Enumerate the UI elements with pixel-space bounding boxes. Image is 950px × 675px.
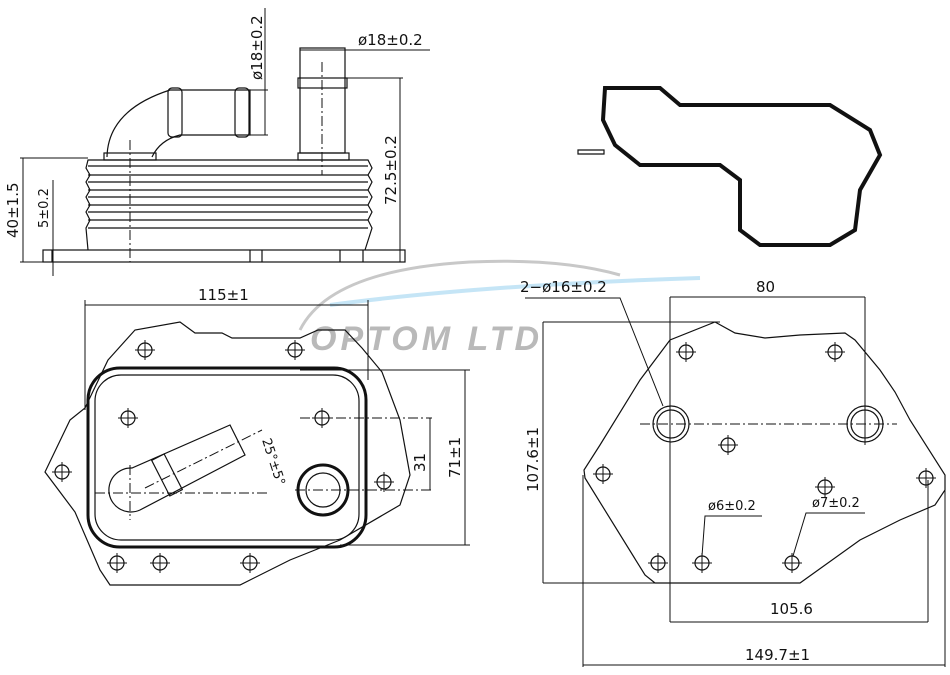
dim-total-width: 149.7±1 [745,646,810,664]
dim-inner-width: 105.6 [770,600,813,618]
bottom-view: 2−ø16±0.2 80 107.6±1 ø6±0.2 ø7±0.2 105.6… [520,278,946,667]
dim-height: 107.6±1 [524,427,542,492]
dim-mid-hole: ø7±0.2 [812,496,860,511]
dim-port-spacing: 80 [756,278,775,296]
watermark-text: OPTOM LTD [310,320,543,358]
elbow-pipe [103,87,251,262]
dim-port-holes: 2−ø16±0.2 [520,278,607,296]
mounting-plate [583,321,946,584]
angled-pipe [95,424,268,520]
mounting-plate [44,321,411,586]
port-hole-left [652,405,690,443]
base-plate [42,249,406,263]
dim-angle: 25°±5° [258,437,287,488]
dim-pipe-diameter: ø18±0.2 [358,31,423,49]
dim-offset: 31 [411,453,429,472]
dim-height: 71±1 [446,437,464,478]
watermark: OPTOM LTD [298,259,701,358]
gasket-view [577,86,883,247]
outlet-port [295,463,432,517]
cooler-body [85,159,373,251]
dim-height-body: 40±1.5 [4,182,22,238]
dim-width: 115±1 [198,286,249,304]
top-view: 115±1 25°±5° 31 71±1 [44,286,470,586]
dim-plate-thickness: 5±0.2 [37,188,52,228]
straight-pipe [297,47,350,175]
dim-small-hole: ø6±0.2 [708,499,756,514]
dim-elbow-diameter: ø18±0.2 [248,15,266,80]
side-view: ø18±0.2 ø18±0.2 72.5±0.2 40±1.5 5±0.2 [4,8,430,276]
cooler-outline [86,366,368,549]
dim-height-total: 72.5±0.2 [382,135,400,205]
